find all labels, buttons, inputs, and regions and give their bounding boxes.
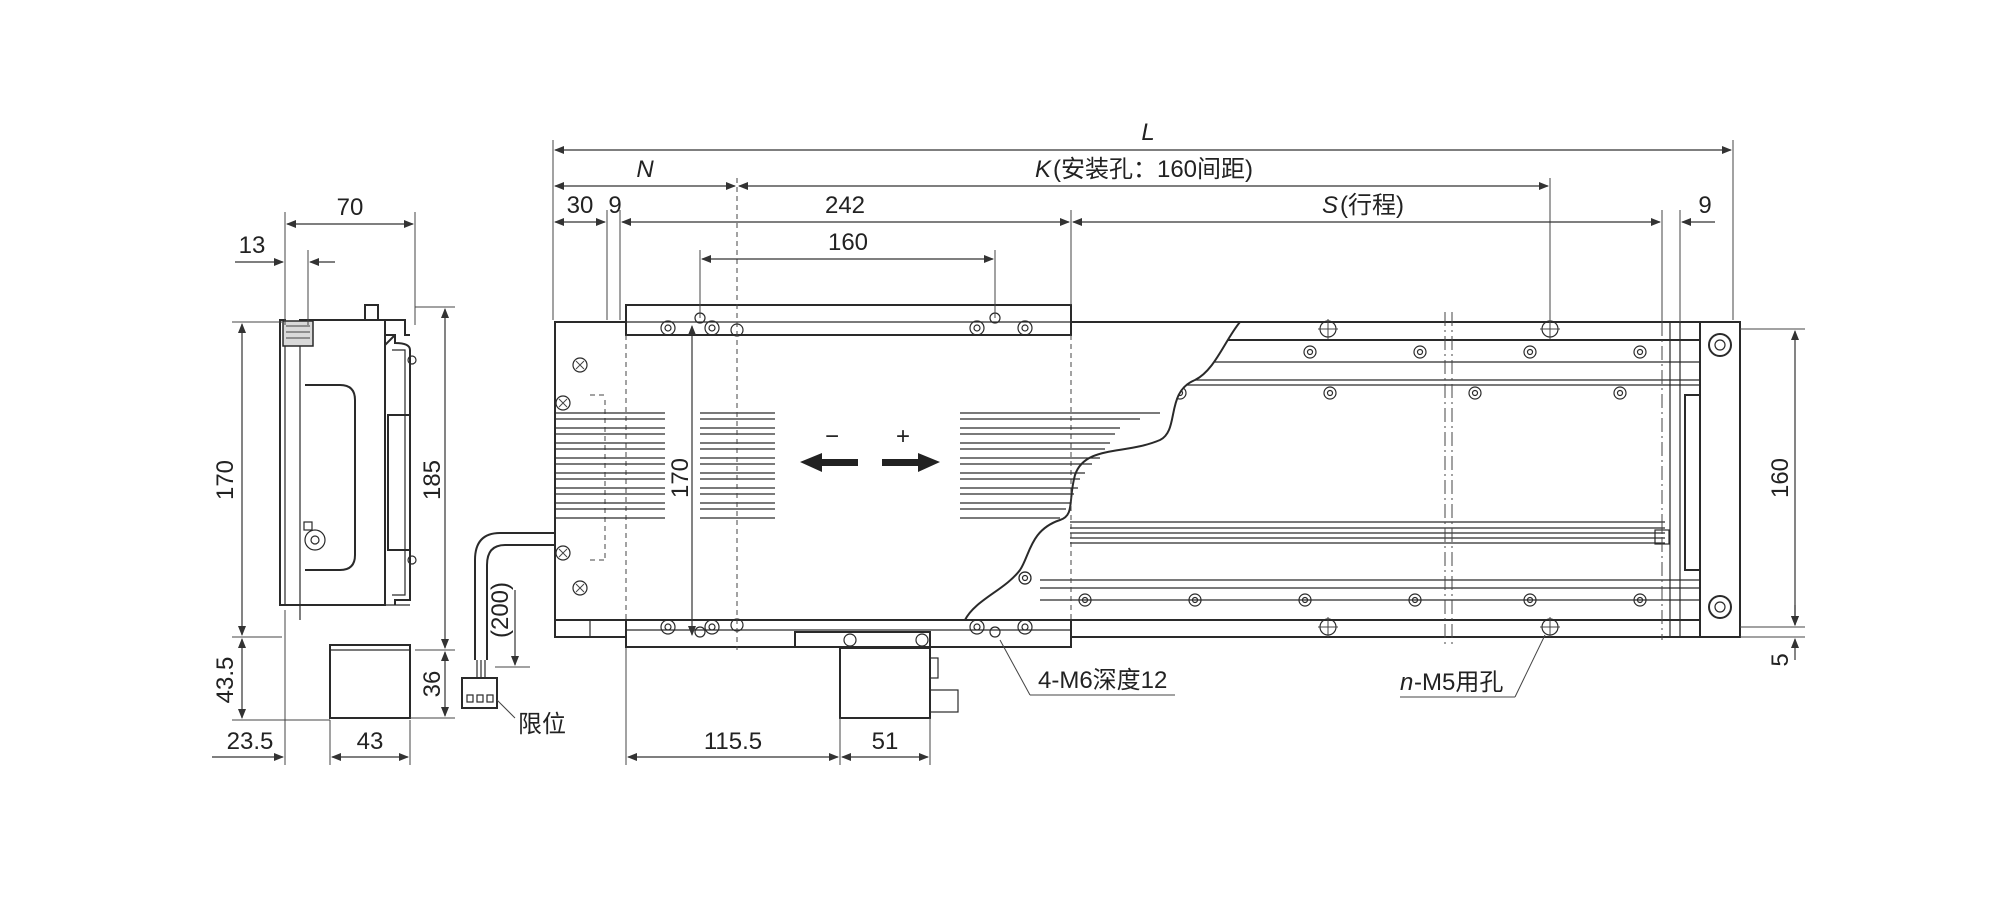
dim-185-side: 185 bbox=[419, 460, 446, 500]
slider-table-top bbox=[625, 304, 1072, 336]
dim-43-5: 43.5 bbox=[212, 657, 239, 704]
dim-70: 70 bbox=[337, 194, 364, 221]
dim-36: 36 bbox=[419, 671, 446, 698]
dim-30: 30 bbox=[567, 192, 594, 219]
slider-table-bottom bbox=[625, 619, 1072, 648]
dim-S-note: (行程) bbox=[1340, 192, 1404, 219]
m5-holes bbox=[1318, 319, 1560, 637]
dim-160-top: 160 bbox=[828, 229, 868, 256]
end-plate bbox=[1699, 321, 1741, 638]
side-body-outline bbox=[279, 319, 386, 606]
dim-115-5: 115.5 bbox=[704, 728, 762, 755]
dim-K-note: (安装孔：160间距) bbox=[1053, 156, 1253, 183]
dim-43: 43 bbox=[357, 728, 384, 755]
dim-51: 51 bbox=[872, 728, 899, 755]
dim-13: 13 bbox=[239, 232, 266, 259]
dim-S: S bbox=[1322, 192, 1338, 219]
minus-sign: − bbox=[825, 423, 839, 450]
limit-connector bbox=[461, 677, 498, 709]
side-view: 70 13 170 185 43.5 36 23.5 43 bbox=[212, 194, 455, 765]
dim-9-left: 9 bbox=[608, 192, 621, 219]
slider-cover bbox=[554, 321, 1243, 621]
dim-cable-200: (200) bbox=[487, 582, 514, 638]
minus-direction-arrow bbox=[800, 453, 858, 472]
side-cover-plate bbox=[387, 414, 411, 551]
dim-23-5: 23.5 bbox=[227, 728, 274, 755]
callout-n: n bbox=[1400, 669, 1413, 696]
dim-170-top: 170 bbox=[667, 458, 694, 498]
dim-170-side: 170 bbox=[212, 460, 239, 500]
flange-block bbox=[282, 320, 314, 347]
plus-direction-arrow bbox=[882, 453, 940, 472]
callout-n-holes: -M5用孔 bbox=[1414, 669, 1503, 696]
end-screws bbox=[555, 357, 588, 596]
dim-K: K bbox=[1035, 156, 1052, 183]
dim-L: L bbox=[1141, 119, 1154, 146]
dim-5: 5 bbox=[1767, 653, 1794, 666]
callout-mount-holes: 4-M6深度12 bbox=[1038, 667, 1167, 694]
label-limit: 限位 bbox=[518, 711, 566, 738]
dim-160-right: 160 bbox=[1767, 458, 1794, 498]
top-view: − + 限位 (200) bbox=[461, 119, 1805, 765]
side-motor-block bbox=[329, 644, 411, 719]
dim-242: 242 bbox=[825, 192, 865, 219]
limit-box bbox=[839, 647, 931, 719]
dim-N: N bbox=[636, 156, 654, 183]
plus-sign: + bbox=[896, 423, 910, 450]
dim-9-right: 9 bbox=[1698, 192, 1711, 219]
base-screws bbox=[1018, 345, 1647, 607]
limit-cable bbox=[474, 532, 555, 660]
